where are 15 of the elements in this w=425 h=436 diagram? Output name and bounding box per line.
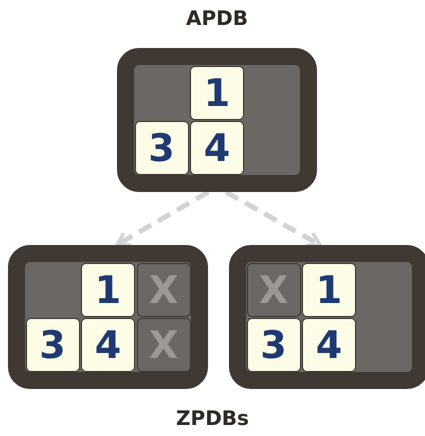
number-tile: 3: [246, 318, 300, 372]
number-tile: 1: [81, 262, 135, 316]
number-tile: 1: [302, 262, 356, 316]
board-title: APDB: [186, 6, 248, 30]
puzzle-board: [8, 245, 208, 389]
number-tile: 1: [190, 66, 244, 120]
number-tile: 3: [134, 120, 188, 174]
number-tile: 3: [26, 318, 80, 372]
number-tile: 4: [81, 318, 135, 372]
dashed-arrow: [115, 190, 210, 248]
number-tile: 4: [190, 120, 244, 174]
dashed-arrow: [224, 190, 322, 248]
puzzle-board: [229, 245, 425, 389]
caption-label: ZPDBs: [176, 406, 249, 430]
number-tile: 4: [302, 318, 356, 372]
